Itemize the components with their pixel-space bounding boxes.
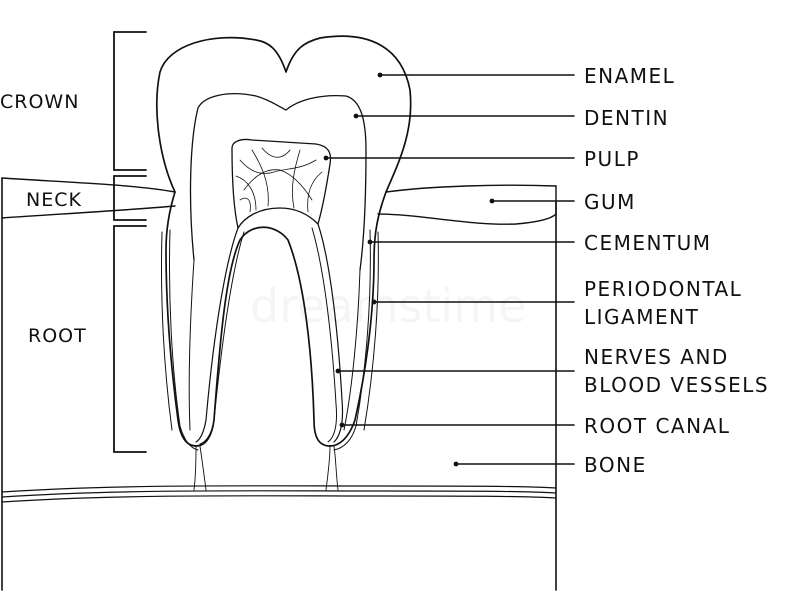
cementum-layer [333,229,371,451]
root-canal-left [195,227,239,443]
pulp-chamber [231,138,332,229]
label-crown: CROWN [0,91,79,113]
label-blood-vessels: BLOOD VESSELS [584,373,769,397]
enamel-outline [156,35,412,447]
tooth [156,35,412,491]
gum [1,177,557,225]
label-pulp: PULP [584,147,640,171]
label-root-canal: ROOT CANAL [584,414,730,438]
watermark-text: dreamstime [250,279,526,333]
label-ligament: LIGAMENT [584,305,699,329]
pulp-nerves [235,147,323,213]
label-nerves-and: NERVES AND [584,345,729,369]
label-root: ROOT [28,325,87,347]
label-periodontal: PERIODONTAL [584,277,742,301]
label-dentin: DENTIN [584,106,669,130]
bracket-neck [113,175,147,221]
label-bone: BONE [584,453,647,477]
label-enamel: ENAMEL [584,64,675,88]
bone-block [1,177,557,591]
label-neck: NECK [26,189,82,211]
dentin-outline [189,93,367,271]
bracket-root [113,225,147,453]
bracket-crown [113,31,147,171]
leader-lines [323,72,575,467]
label-gum: GUM [584,190,636,214]
label-cementum: CEMENTUM [584,231,712,255]
vessels-to-bone [193,445,339,491]
